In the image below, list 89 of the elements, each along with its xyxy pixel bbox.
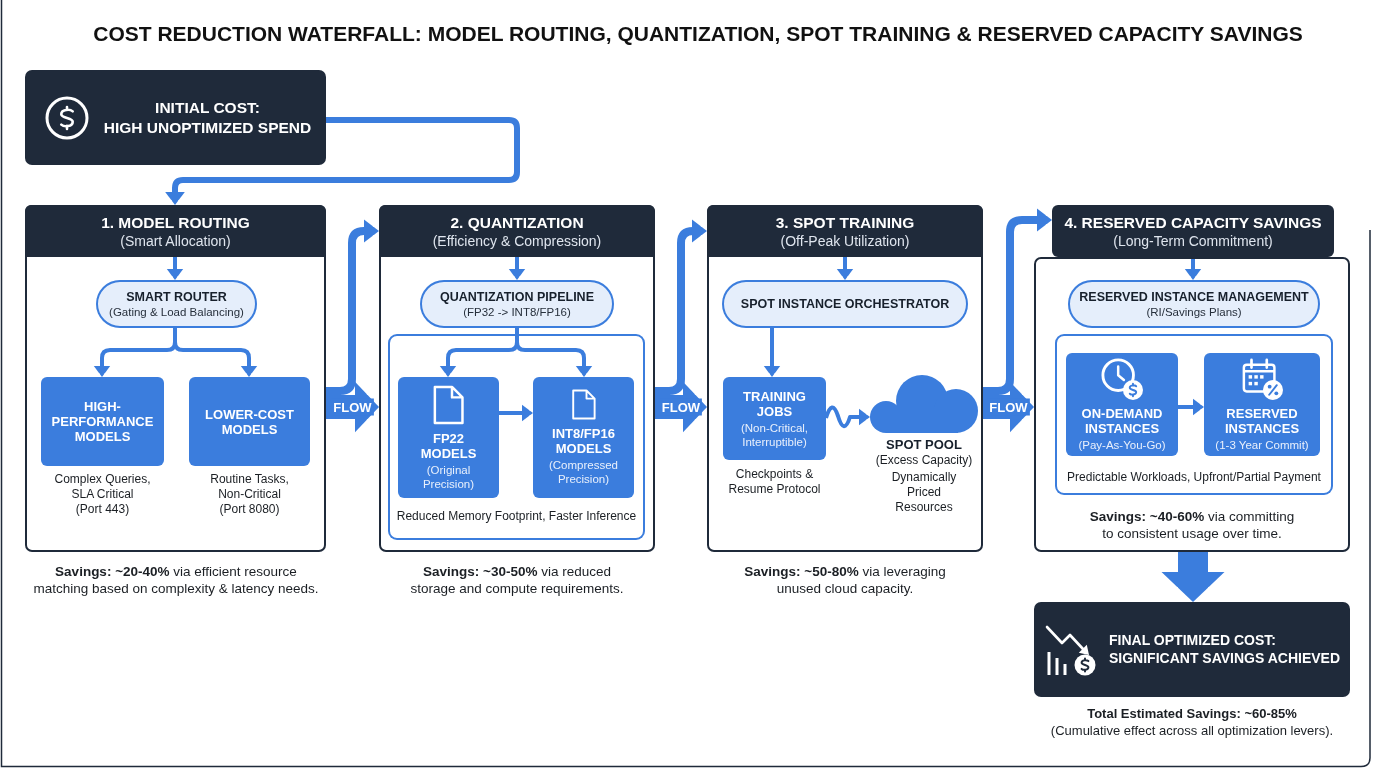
caption-text: Routine Tasks, Non-Critical (Port 8080): [209, 472, 290, 517]
savings-note: Savings: ~20-40% via efficient resource matching based on complexity & latency needs.: [32, 563, 320, 597]
flow-arrow: [326, 219, 379, 395]
note-text: Predictable Workloads, Upfront/Partial Payment: [1067, 470, 1321, 485]
flow-arrow: [1161, 552, 1225, 602]
box-title: LOWER-COST MODELS: [204, 406, 295, 437]
process-box: [1066, 353, 1178, 456]
arrow: [499, 404, 533, 422]
box-title: FP22 MODELS: [419, 430, 478, 461]
diagram-title: COST REDUCTION WATERFALL: MODEL ROUTING, QUANTIZATION, SPOT TRAINING & RESERVED CAPACITY SAVINGS: [92, 21, 1304, 47]
caption-text: Total Estimated Savings: ~60-85%: [1087, 705, 1297, 722]
stage-title: 2. QUANTIZATION: [450, 212, 584, 232]
edge-label: FLOW: [659, 398, 703, 416]
box-subtitle: (Original Precision): [421, 462, 476, 491]
component-title: QUANTIZATION PIPELINE: [440, 288, 594, 305]
component-subtitle: (RI/Savings Plans): [1146, 304, 1242, 320]
stage-panel: [707, 205, 983, 552]
wavy-arrow: [824, 405, 870, 428]
savings-note: Savings: ~40-60% via committing to consistent usage over time.: [1088, 508, 1296, 542]
arrow: [165, 117, 520, 205]
process-box: [189, 377, 310, 466]
rounded-pill: [1068, 280, 1320, 328]
caption-text: Complex Queries, SLA Critical (Port 443): [53, 472, 152, 517]
box-subtitle: (Non-Critical, Interruptible): [739, 420, 810, 449]
group-frame: [388, 334, 645, 540]
stage-panel: [25, 205, 326, 552]
flow-arrow: [655, 381, 707, 433]
header-bar: [707, 205, 983, 257]
box-title: INT8/FP16 MODELS: [551, 426, 616, 456]
status-heading: INITIAL COST:: [154, 98, 261, 118]
summary-card: [25, 70, 326, 165]
stage-title: 1. MODEL ROUTING: [101, 212, 250, 232]
arrow: [515, 328, 593, 377]
box-title: RESERVED INSTANCES: [1223, 405, 1301, 436]
status-text: SIGNIFICANT SAVINGS ACHIEVED: [1109, 649, 1342, 667]
note-text: Reduced Memory Footprint, Faster Inference: [396, 509, 637, 524]
stage-subtitle: (Efficiency & Compression): [432, 231, 602, 250]
stage-subtitle: (Smart Allocation): [120, 231, 231, 250]
rounded-pill: [420, 280, 614, 328]
box-title: HIGH-PERFORMANCE MODELS: [50, 399, 155, 444]
process-box: [533, 377, 634, 498]
rounded-pill: [722, 280, 968, 328]
stage-subtitle: (Long-Term Commitment): [1113, 231, 1273, 250]
rounded-pill: [96, 280, 257, 328]
stage-title: 4. RESERVED CAPACITY SAVINGS: [1064, 212, 1322, 232]
arrow: [173, 328, 258, 377]
flow-arrow: [326, 381, 379, 433]
arrow: [1184, 257, 1202, 280]
stage-subtitle: (Off-Peak Utilization): [780, 231, 910, 250]
box-title: TRAINING JOBS: [742, 388, 807, 419]
flow-arrow: [983, 208, 1052, 395]
component-title: RESERVED INSTANCE MANAGEMENT: [1079, 288, 1309, 305]
component-subtitle: (FP32 -> INT8/FP16): [463, 304, 571, 320]
arrow: [166, 257, 184, 280]
savings-note: Savings: ~30-50% via reduced storage and compute requirements.: [409, 563, 625, 597]
status-text: HIGH UNOPTIMIZED SPEND: [102, 117, 313, 137]
status-heading: FINAL OPTIMIZED COST:: [1109, 632, 1277, 650]
arrow: [763, 328, 781, 377]
process-box: [398, 377, 499, 498]
stage-panel: [379, 205, 655, 552]
group-frame: [1055, 334, 1333, 495]
component-title: SPOT INSTANCE ORCHESTRATOR: [740, 296, 950, 312]
pool-subtitle: (Excess Capacity): [875, 453, 973, 468]
pool-title: SPOT POOL: [886, 437, 962, 453]
savings-note: Savings: ~50-80% via leveraging unused cloud capacity.: [743, 563, 947, 597]
caption-text: (Cumulative effect across all optimization levers).: [1050, 722, 1334, 739]
flow-arrow: [655, 219, 707, 395]
header-bar: [25, 205, 326, 257]
box-title: ON-DEMAND INSTANCES: [1080, 405, 1164, 436]
edge-label: FLOW: [987, 398, 1030, 416]
arrow: [1178, 398, 1204, 416]
process-box: [723, 377, 826, 460]
box-subtitle: (1-3 Year Commit): [1214, 437, 1310, 452]
edge-label: FLOW: [331, 398, 374, 416]
component-subtitle: (Gating & Load Balancing): [109, 304, 244, 320]
box-subtitle: (Pay-As-You-Go): [1077, 437, 1167, 452]
caption-text: Dynamically Priced Resources: [890, 470, 958, 515]
process-box: [41, 377, 164, 466]
arrow: [836, 257, 854, 280]
box-subtitle: (Compressed Precision): [548, 458, 619, 486]
header-bar: [379, 205, 655, 257]
header-bar: [1052, 205, 1334, 257]
caption-text: Checkpoints & Resume Protocol: [727, 467, 822, 497]
arrow: [508, 257, 526, 280]
component-title: SMART ROUTER: [126, 288, 227, 305]
process-box: [1204, 353, 1320, 456]
summary-card: [1034, 602, 1350, 697]
stage-title: 3. SPOT TRAINING: [775, 212, 915, 232]
stage-panel: [1034, 257, 1350, 552]
